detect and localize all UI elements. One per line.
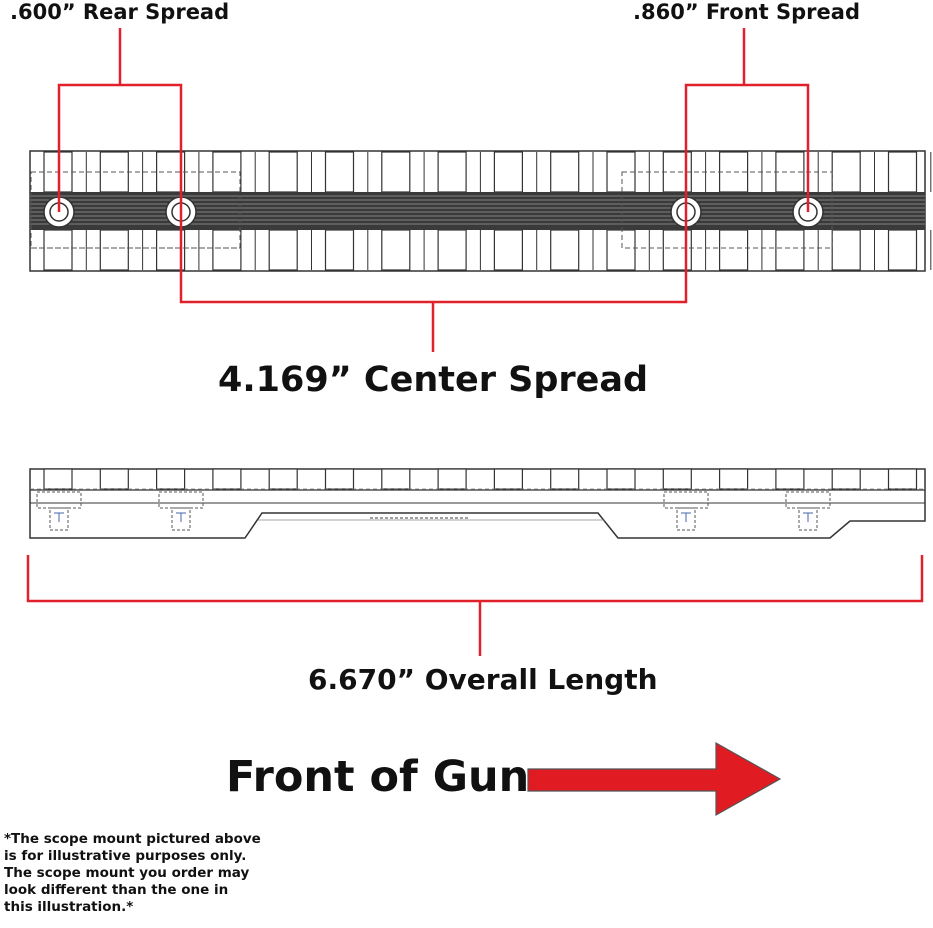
rail-slot xyxy=(43,229,73,271)
front-spread-label: .860” Front Spread xyxy=(633,0,860,24)
rail-slot xyxy=(775,229,805,271)
rail-slot xyxy=(324,151,355,193)
overall-length-label: 6.670” Overall Length xyxy=(308,663,658,696)
rail-slot xyxy=(493,229,523,271)
rail-tooth xyxy=(156,468,186,490)
rail-slot xyxy=(437,229,467,271)
rail-tooth xyxy=(718,468,749,490)
center-spread-bracket xyxy=(179,212,688,352)
rail-slot xyxy=(381,229,411,271)
front-base-outline xyxy=(621,171,833,249)
rail-tooth xyxy=(831,468,861,490)
disclaimer-line: this illustration.* xyxy=(4,899,134,915)
rail-slot xyxy=(550,151,580,193)
disclaimer-line: look different than the one in xyxy=(4,882,229,898)
front-arrow-icon xyxy=(527,741,782,817)
rail-slot xyxy=(268,229,298,271)
rail-tooth xyxy=(662,468,692,490)
disclaimer-line: is for illustrative purposes only. xyxy=(4,848,247,864)
disclaimer-line: The scope mount you order may xyxy=(4,865,250,881)
rear-spread-bracket xyxy=(57,28,183,212)
rail-top-view xyxy=(29,150,932,272)
rail-slot xyxy=(550,229,580,271)
rail-slot xyxy=(831,229,861,271)
rail-center-groove xyxy=(30,192,925,230)
rail-slot xyxy=(268,151,298,193)
rail-tooth xyxy=(775,468,805,490)
front-spread-bracket xyxy=(684,28,810,212)
rail-tooth xyxy=(493,468,523,490)
rail-tooth xyxy=(43,468,73,490)
rail-tooth xyxy=(550,468,580,490)
rail-slot xyxy=(831,151,861,193)
rail-tooth xyxy=(268,468,298,490)
rail-slot xyxy=(493,151,523,193)
side-screw-details xyxy=(36,491,831,531)
rail-tooth xyxy=(606,468,636,490)
rail-slot xyxy=(606,229,636,271)
rail-slot xyxy=(212,229,242,271)
rail-tooth xyxy=(381,468,411,490)
rail-tooth xyxy=(887,468,918,490)
disclaimer-line: *The scope mount pictured above xyxy=(4,831,261,847)
front-of-gun-label: Front of Gun xyxy=(226,752,530,802)
overall-length-bracket xyxy=(26,555,924,656)
rail-slot xyxy=(887,229,918,271)
rail-slot xyxy=(718,229,749,271)
rail-tooth xyxy=(99,468,129,490)
rail-tooth xyxy=(324,468,355,490)
rail-slot xyxy=(381,151,411,193)
rail-slot xyxy=(324,229,355,271)
rail-slot xyxy=(887,151,918,193)
center-spread-label: 4.169” Center Spread xyxy=(218,360,649,400)
rail-side-view xyxy=(29,468,926,539)
rear-spread-label: .600” Rear Spread xyxy=(10,0,230,24)
rail-tooth xyxy=(212,468,242,490)
disclaimer-text: *The scope mount pictured above is for i… xyxy=(4,831,304,916)
rail-tooth xyxy=(437,468,467,490)
rail-slot xyxy=(99,229,129,271)
rail-slot xyxy=(437,151,467,193)
